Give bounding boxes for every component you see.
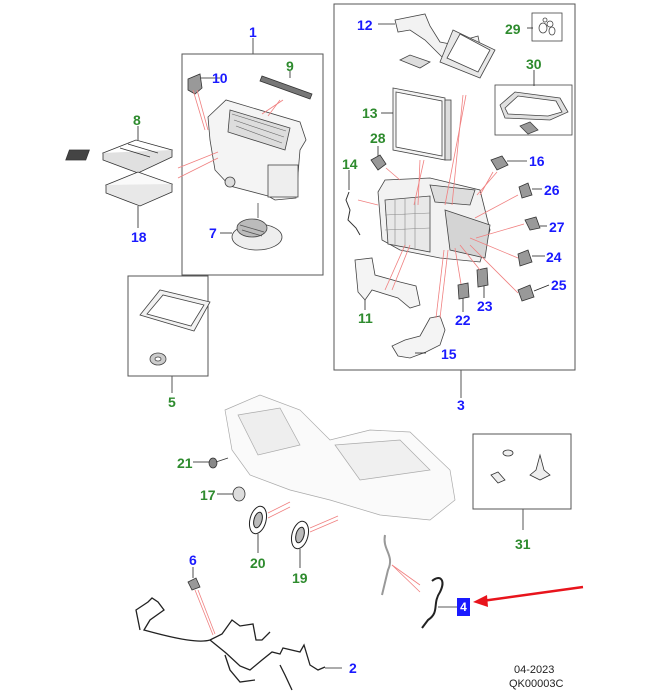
callout-1[interactable]: 1 — [249, 24, 257, 40]
callout-30[interactable]: 30 — [526, 56, 542, 72]
actuator-part-28 — [370, 154, 387, 171]
part-10-actuator — [187, 73, 203, 95]
blower-housing — [207, 99, 307, 201]
callout-27[interactable]: 27 — [549, 219, 565, 235]
sensor-part-14 — [345, 191, 361, 236]
hose-ghost — [381, 534, 392, 596]
harness-part-2 — [135, 597, 326, 691]
callout-6[interactable]: 6 — [189, 552, 197, 568]
seal-part-5 — [139, 289, 211, 366]
filter-part-8 — [65, 139, 174, 174]
leader-lines — [137, 23, 550, 669]
actuator-part-27 — [524, 216, 541, 231]
callout-7[interactable]: 7 — [209, 225, 217, 241]
callout-13[interactable]: 13 — [362, 105, 378, 121]
seal-kit-part-29 — [531, 12, 563, 42]
screw-part-21 — [208, 457, 229, 469]
callout-25[interactable]: 25 — [551, 277, 567, 293]
callout-11[interactable]: 11 — [358, 310, 373, 326]
actuator-part-26 — [518, 182, 533, 199]
hvac-assembly-ghost — [224, 394, 456, 521]
actuator-part-23 — [476, 267, 489, 288]
group-5-box — [127, 275, 209, 377]
callout-14[interactable]: 14 — [342, 156, 358, 172]
grommet-part-19 — [290, 520, 310, 550]
callout-22[interactable]: 22 — [455, 312, 471, 328]
actuator-part-22 — [457, 282, 470, 300]
callout-20[interactable]: 20 — [250, 555, 266, 571]
fasteners-part-31 — [490, 449, 551, 484]
clip-part-6 — [187, 577, 201, 591]
callout-21[interactable]: 21 — [177, 455, 193, 471]
grommet-part-20 — [248, 505, 268, 535]
group-3-box — [333, 3, 576, 371]
highlight-arrow — [473, 585, 584, 607]
part-9-strip — [259, 75, 313, 100]
actuator-part-25 — [517, 284, 535, 302]
callout-18[interactable]: 18 — [131, 229, 147, 245]
group-31-box — [472, 433, 572, 510]
callout-10[interactable]: 10 — [212, 70, 228, 86]
callout-31[interactable]: 31 — [515, 536, 531, 552]
clip-part-17 — [232, 486, 246, 502]
callout-12[interactable]: 12 — [357, 17, 373, 33]
gasket-part-30 — [494, 84, 573, 136]
red-leader-lines — [177, 89, 525, 636]
duct-part-11 — [354, 257, 421, 309]
callout-24[interactable]: 24 — [546, 249, 562, 265]
callout-26[interactable]: 26 — [544, 182, 560, 198]
callout-29[interactable]: 29 — [505, 21, 521, 37]
callout-16[interactable]: 16 — [529, 153, 545, 169]
callout-9[interactable]: 9 — [286, 58, 294, 74]
heater-core-part-12 — [394, 13, 496, 79]
harness-part-4 — [421, 577, 444, 629]
callout-2[interactable]: 2 — [349, 660, 357, 676]
callout-19[interactable]: 19 — [292, 570, 308, 586]
callout-23[interactable]: 23 — [477, 298, 493, 314]
callout-28[interactable]: 28 — [370, 130, 386, 146]
footer-code: QK00003C — [509, 678, 564, 690]
filter-part-18 — [104, 171, 174, 207]
callout-17[interactable]: 17 — [200, 487, 216, 503]
hvac-unit — [377, 177, 491, 263]
actuator-part-24 — [517, 249, 533, 267]
duct-part-15 — [391, 315, 446, 359]
callout-8[interactable]: 8 — [133, 112, 141, 128]
callout-3[interactable]: 3 — [457, 397, 465, 413]
evaporator-part-13 — [392, 87, 452, 161]
callout-15[interactable]: 15 — [441, 346, 457, 362]
footer-date: 04-2023 — [514, 664, 555, 676]
callout-5[interactable]: 5 — [168, 394, 176, 410]
blower-motor-part-7 — [231, 203, 283, 251]
actuator-part-16 — [490, 155, 509, 171]
callout-4-highlighted[interactable]: 4 — [457, 598, 470, 616]
